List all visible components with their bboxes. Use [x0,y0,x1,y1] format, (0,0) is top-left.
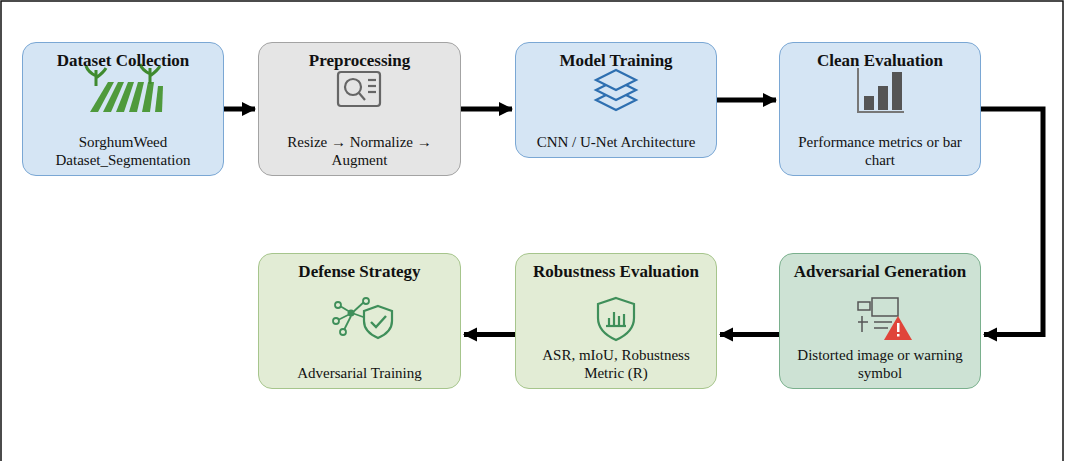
box-description: Adversarial Training [269,364,450,382]
process-box: Defense StrategyAdversarial Training [258,253,461,389]
box-heading: Adversarial Generation [780,254,980,282]
box-description: Resize → Normalize → Augment [269,133,450,169]
box-heading: Model Training [516,43,716,71]
box-description: SorghumWeed Dataset_Segmentation [33,133,213,169]
process-box: Clean EvaluationPerformance metrics or b… [779,42,981,176]
box-heading: Robustness Evaluation [516,254,716,282]
box-description: ASR, mIoU, Robustness Metric (R) [526,346,706,382]
process-box: Robustness EvaluationASR, mIoU, Robustne… [515,253,717,389]
flow-arrow [981,109,1043,335]
box-description: Performance metrics or bar chart [790,133,970,169]
box-description: CNN / U-Net Architecture [526,133,706,151]
box-heading: Clean Evaluation [780,43,980,71]
box-heading: Dataset Collection [23,43,223,71]
box-heading: Defense Strategy [259,254,460,282]
process-box: PreprocessingResize → Normalize → Augmen… [258,42,461,176]
flow-arrow [224,107,255,112]
flow-arrow [464,332,515,337]
box-heading: Preprocessing [259,43,460,71]
box-description: Distorted image or warning symbol [790,346,970,382]
flow-arrow [717,98,776,103]
process-box: Adversarial GenerationDistorted image or… [779,253,981,389]
flow-arrow [720,332,779,337]
process-box: Dataset CollectionSorghumWeed Dataset_Se… [22,42,224,176]
process-box: Model TrainingCNN / U-Net Architecture [515,42,717,158]
flow-arrow [461,107,512,112]
